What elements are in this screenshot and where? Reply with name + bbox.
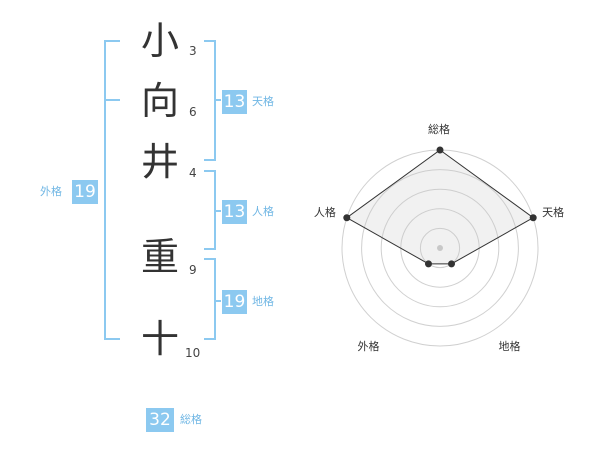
chikaku-label: 地格 [252, 295, 274, 308]
tenkaku-bracket-tick [216, 99, 221, 101]
jinkaku-bracket [204, 170, 216, 250]
tenkaku-label: 天格 [252, 95, 274, 108]
gaikaku-bracket-tick [104, 99, 120, 101]
radar-point-3 [448, 260, 456, 268]
chikaku-value: 19 [222, 290, 247, 314]
kanji-char-2: 向 [140, 79, 179, 123]
kanji-char-1: 小 [140, 19, 179, 63]
tenkaku-value: 13 [222, 90, 247, 114]
radar-axis-label-4: 外格 [357, 340, 380, 354]
radar-axis-label-3: 地格 [498, 340, 521, 354]
radar-axis-label-2: 天格 [542, 205, 565, 219]
kanji-char-4: 重 [140, 235, 179, 279]
radar-point-4 [424, 260, 432, 268]
radar-data-polygon [345, 149, 535, 265]
stroke-count-2: 6 [189, 105, 197, 119]
jinkaku-value: 13 [222, 200, 247, 224]
radar-grid-ring-3 [380, 188, 500, 308]
kanji-char-5: 十 [140, 317, 179, 361]
radar-grid-ring-5 [341, 149, 539, 347]
stroke-count-4: 9 [189, 263, 197, 277]
stroke-count-1: 3 [189, 44, 197, 58]
chikaku-bracket-tick [216, 300, 221, 302]
gaikaku-label: 外格 [40, 185, 62, 198]
radar-point-1 [436, 146, 444, 154]
tenkaku-bracket [204, 40, 216, 161]
radar-grid-ring-2 [400, 208, 480, 288]
jinkaku-bracket-tick [216, 210, 221, 212]
kanji-char-3: 井 [140, 140, 179, 184]
soukaku-label: 総格 [180, 413, 202, 426]
radar-grid-ring-4 [361, 169, 519, 327]
stroke-count-5: 10 [185, 346, 201, 360]
radar-point-5 [343, 214, 351, 222]
chikaku-bracket [204, 258, 216, 340]
stroke-count-3: 4 [189, 166, 197, 180]
radar-axis-label-5: 人格 [313, 205, 336, 219]
radar-axis-label-1: 総格 [428, 123, 450, 136]
soukaku-value: 32 [146, 408, 174, 432]
gaikaku-value: 19 [72, 180, 98, 204]
gaikaku-bracket [104, 40, 120, 340]
radar-point-2 [529, 214, 537, 222]
radar-center-dot [437, 245, 443, 251]
jinkaku-label: 人格 [252, 205, 274, 218]
radar-grid-ring-1 [419, 227, 461, 269]
